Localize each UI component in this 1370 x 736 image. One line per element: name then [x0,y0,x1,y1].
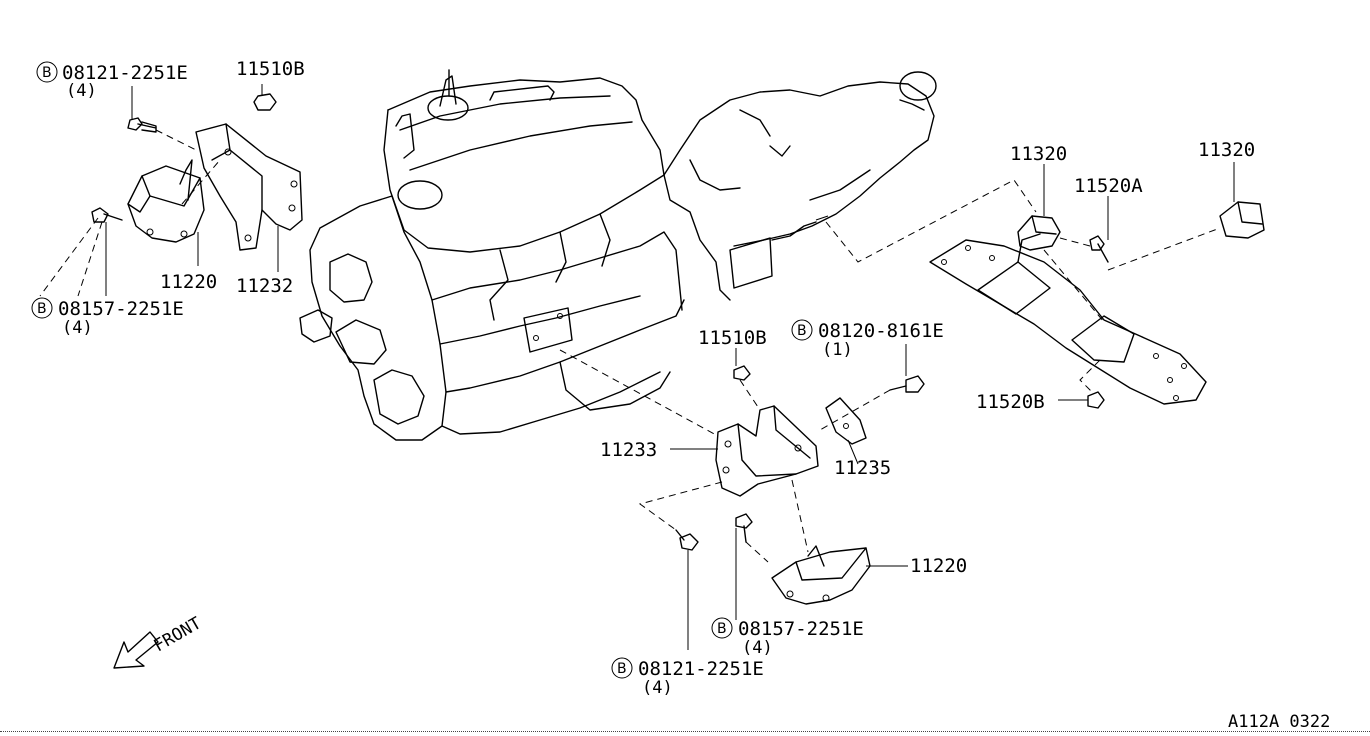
bracket-11233 [715,405,819,497]
bolt-11520a [1089,235,1105,251]
bolt-08157-left [91,207,109,223]
nut-11510b-center [733,365,751,381]
callout-part-number: 11220 [160,271,217,293]
callout-part-number: 11510B [236,58,305,80]
svg-text:B: B [42,65,52,81]
nut-11520b [1087,391,1105,409]
callout-part-number: 08157-2251E [738,618,864,640]
bolt-marker: B [791,319,813,341]
callout-part-number: 11320 [1198,139,1255,161]
callout-labels: B 08121-2251E (4) 11510B 11220 11232 B 0… [31,58,1255,698]
callout-quantity: (4) [62,318,93,338]
callout-quantity: (4) [742,638,773,658]
engine-mount-11220-left [127,165,205,243]
callout-part-number: 11233 [600,439,657,461]
front-label: FRONT [151,613,205,656]
callout-part-number: 11220 [910,555,967,577]
bolt-marker: B [31,297,53,319]
callout-part-number: 08120-8161E [818,320,944,342]
bolt-08121-bottom [679,533,699,551]
diagram-code: A112A 0322 [1228,712,1330,732]
insulator-11320-left [1017,215,1061,251]
engine-mount-11220-bottom [771,547,871,605]
nut-11510b-left [253,93,277,111]
callout-part-number: 08121-2251E [62,62,188,84]
crossmember-group [825,162,1265,409]
callout-quantity: (4) [66,81,97,101]
bolt-08157-bottom [735,513,753,529]
callout-part-number: 11520B [976,391,1045,413]
rear-mount-group [559,344,925,650]
svg-text:B: B [37,301,47,317]
svg-text:B: B [717,621,727,637]
bracket-11232 [195,123,303,251]
callout-part-number: 11510B [698,327,767,349]
svg-text:B: B [797,323,807,339]
callout-part-number: 11232 [236,275,293,297]
bolt-marker: B [611,657,633,679]
left-engine-mount-group [39,84,303,297]
callout-part-number: 08157-2251E [58,298,184,320]
plate-11235 [825,397,867,445]
callout-part-number: 11520A [1074,175,1143,197]
engine-transmission-assembly [299,69,937,441]
callout-part-number: 11235 [834,457,891,479]
front-arrow-icon [113,631,159,669]
front-direction-indicator: FRONT [113,613,205,669]
callout-part-number: 08121-2251E [638,658,764,680]
callout-part-number: 11320 [1010,143,1067,165]
crossmember [929,239,1207,405]
bolt-marker: B [711,617,733,639]
callout-quantity: (4) [642,678,673,698]
bolt-08121-left [127,117,143,131]
bolt-08120 [905,375,925,393]
svg-text:B: B [617,661,627,677]
bottom-border [0,731,1370,732]
bolt-marker: B [36,61,58,83]
callout-quantity: (1) [822,340,853,360]
